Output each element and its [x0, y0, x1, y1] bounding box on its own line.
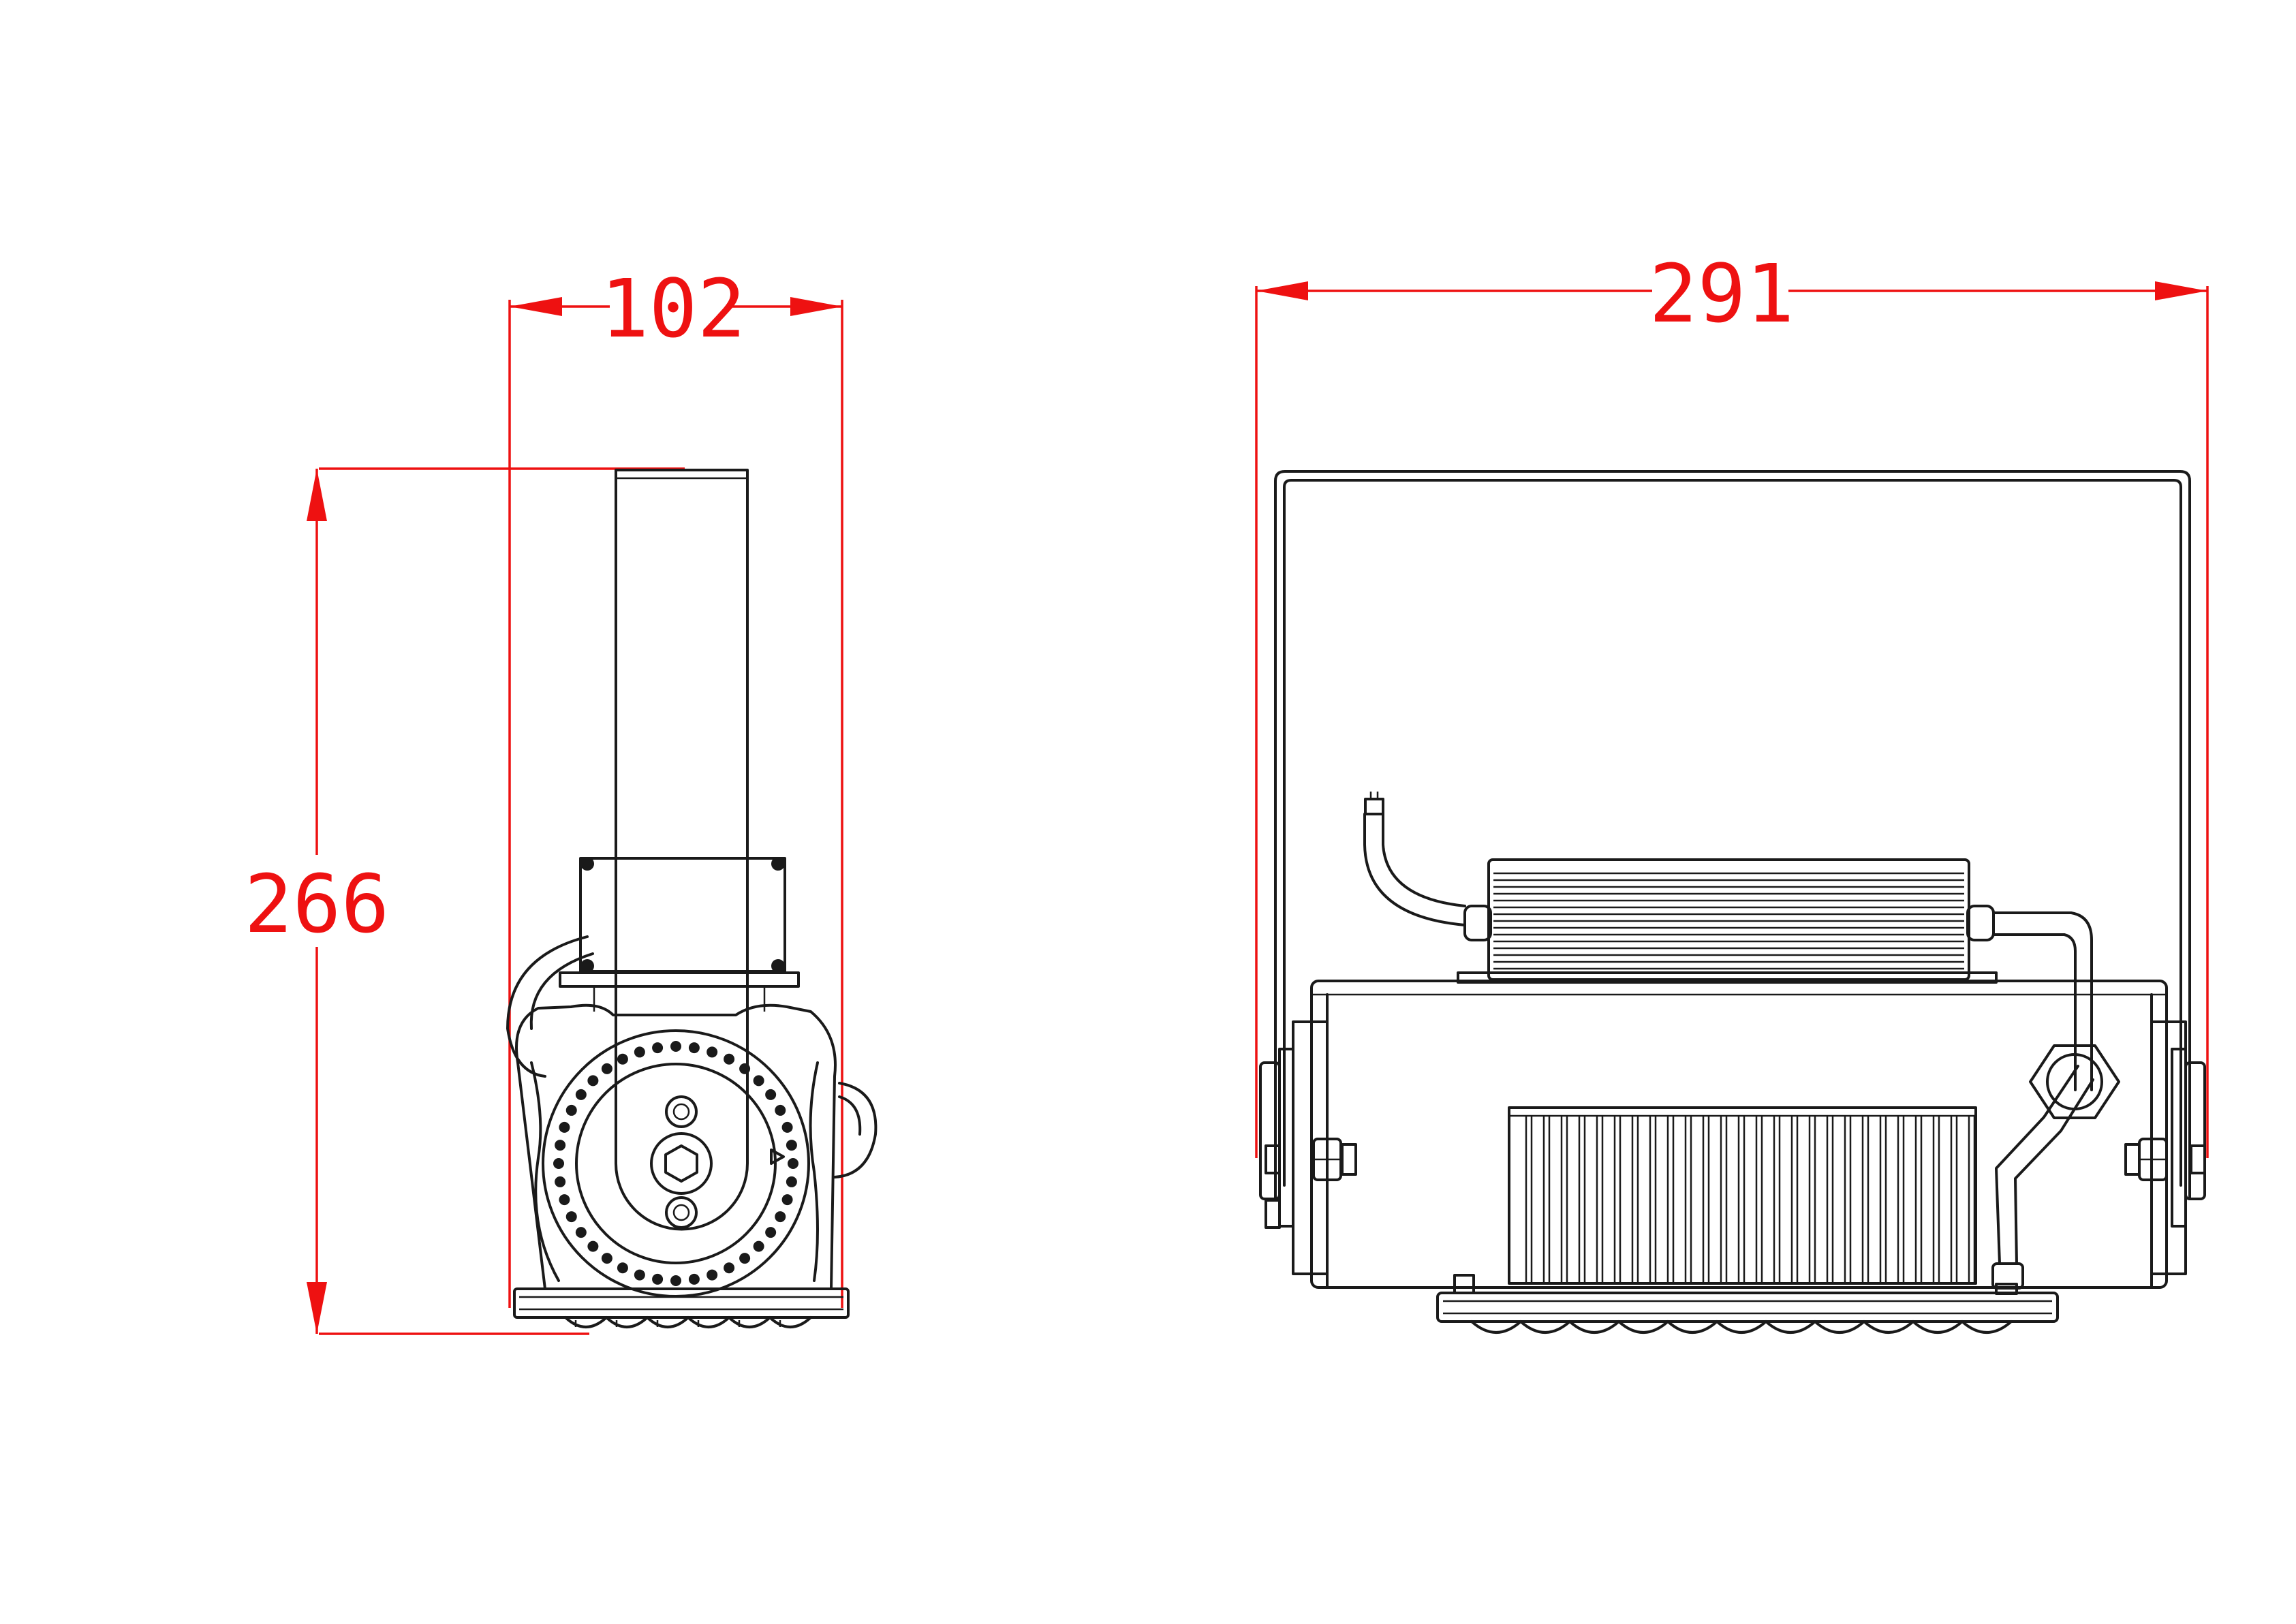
- dial-tooth: [781, 1194, 793, 1206]
- side-dial-teeth: [553, 1041, 798, 1286]
- front-u-bracket-inner: [1283, 479, 2182, 1187]
- dial-tooth: [786, 1176, 797, 1187]
- dial-tooth: [634, 1046, 645, 1058]
- front-output-cable: [1992, 911, 2093, 1091]
- dial-tooth: [724, 1262, 735, 1274]
- dial-tooth: [707, 1046, 718, 1058]
- dial-tooth: [601, 1063, 612, 1074]
- dial-tooth: [634, 1269, 645, 1281]
- dimension-side-width: 102: [508, 262, 843, 1308]
- dial-tooth: [559, 1121, 570, 1133]
- dial-tooth: [765, 1089, 777, 1100]
- dial-tooth: [775, 1211, 786, 1223]
- side-mounting-arm: [615, 469, 749, 1231]
- side-dial-inner: [575, 1063, 777, 1264]
- dial-tooth: [688, 1273, 700, 1285]
- dimension-side-height: 266: [244, 467, 685, 1335]
- dial-tooth: [788, 1158, 798, 1169]
- dimension-front-width: 291: [1255, 247, 2209, 1158]
- dial-tooth: [587, 1240, 599, 1252]
- dial-tooth: [786, 1140, 797, 1151]
- dial-tooth: [559, 1194, 570, 1206]
- front-lens-row: [1470, 1320, 2013, 1334]
- dial-tooth: [753, 1240, 764, 1252]
- side-cable-loop-left: [506, 935, 589, 1078]
- dial-tooth: [565, 1104, 577, 1116]
- side-dial-outer: [542, 1029, 810, 1298]
- dial-tooth: [553, 1158, 564, 1169]
- dial-tooth: [555, 1176, 566, 1187]
- dial-tooth: [575, 1227, 587, 1238]
- side-cable-loop-right: [833, 1082, 878, 1178]
- side-lens-row: [564, 1316, 812, 1328]
- dial-tooth: [765, 1227, 777, 1238]
- side-pivot-bolt: [650, 1132, 713, 1195]
- dial-tooth: [555, 1140, 566, 1151]
- dial-tooth: [739, 1253, 751, 1264]
- dial-tooth: [587, 1075, 599, 1087]
- dial-tooth: [688, 1042, 700, 1054]
- dimension-label-front-width: 291: [1649, 247, 1794, 341]
- side-upper-screw: [665, 1095, 698, 1128]
- front-lens-board: [1436, 1292, 2059, 1323]
- side-housing-outline: [515, 1003, 837, 1290]
- dial-tooth: [707, 1269, 718, 1281]
- dial-tooth: [575, 1089, 587, 1100]
- dial-tooth: [617, 1262, 628, 1274]
- front-view: [1259, 470, 2206, 1334]
- front-heatsink-fins: [1525, 1116, 1976, 1283]
- front-cable-plug: [1364, 798, 1384, 815]
- dial-tooth: [670, 1275, 681, 1286]
- dial-tooth: [652, 1273, 664, 1285]
- dial-tooth: [753, 1075, 764, 1087]
- dial-tooth: [652, 1042, 664, 1054]
- side-driver-block: [579, 857, 786, 973]
- dimension-label-side-height: 266: [244, 857, 389, 951]
- side-base-plate: [513, 1287, 850, 1319]
- front-input-cable: [1363, 813, 1466, 926]
- dimension-label-side-width: 102: [600, 262, 745, 356]
- dial-tooth: [781, 1121, 793, 1133]
- dial-tooth: [724, 1053, 735, 1065]
- dial-tooth: [670, 1041, 681, 1052]
- dial-tooth: [565, 1211, 577, 1223]
- side-housing-inner-curve: [530, 1061, 560, 1282]
- dial-tooth: [775, 1104, 786, 1116]
- front-heatsink: [1508, 1106, 1977, 1285]
- front-cable-gland: [2029, 1044, 2120, 1119]
- dial-tooth: [601, 1253, 612, 1264]
- side-view: [506, 469, 878, 1328]
- side-lower-screw: [665, 1196, 698, 1229]
- front-driver-fins: [1493, 872, 1964, 970]
- front-u-bracket-outer: [1274, 470, 2191, 1200]
- dial-tooth: [617, 1053, 628, 1065]
